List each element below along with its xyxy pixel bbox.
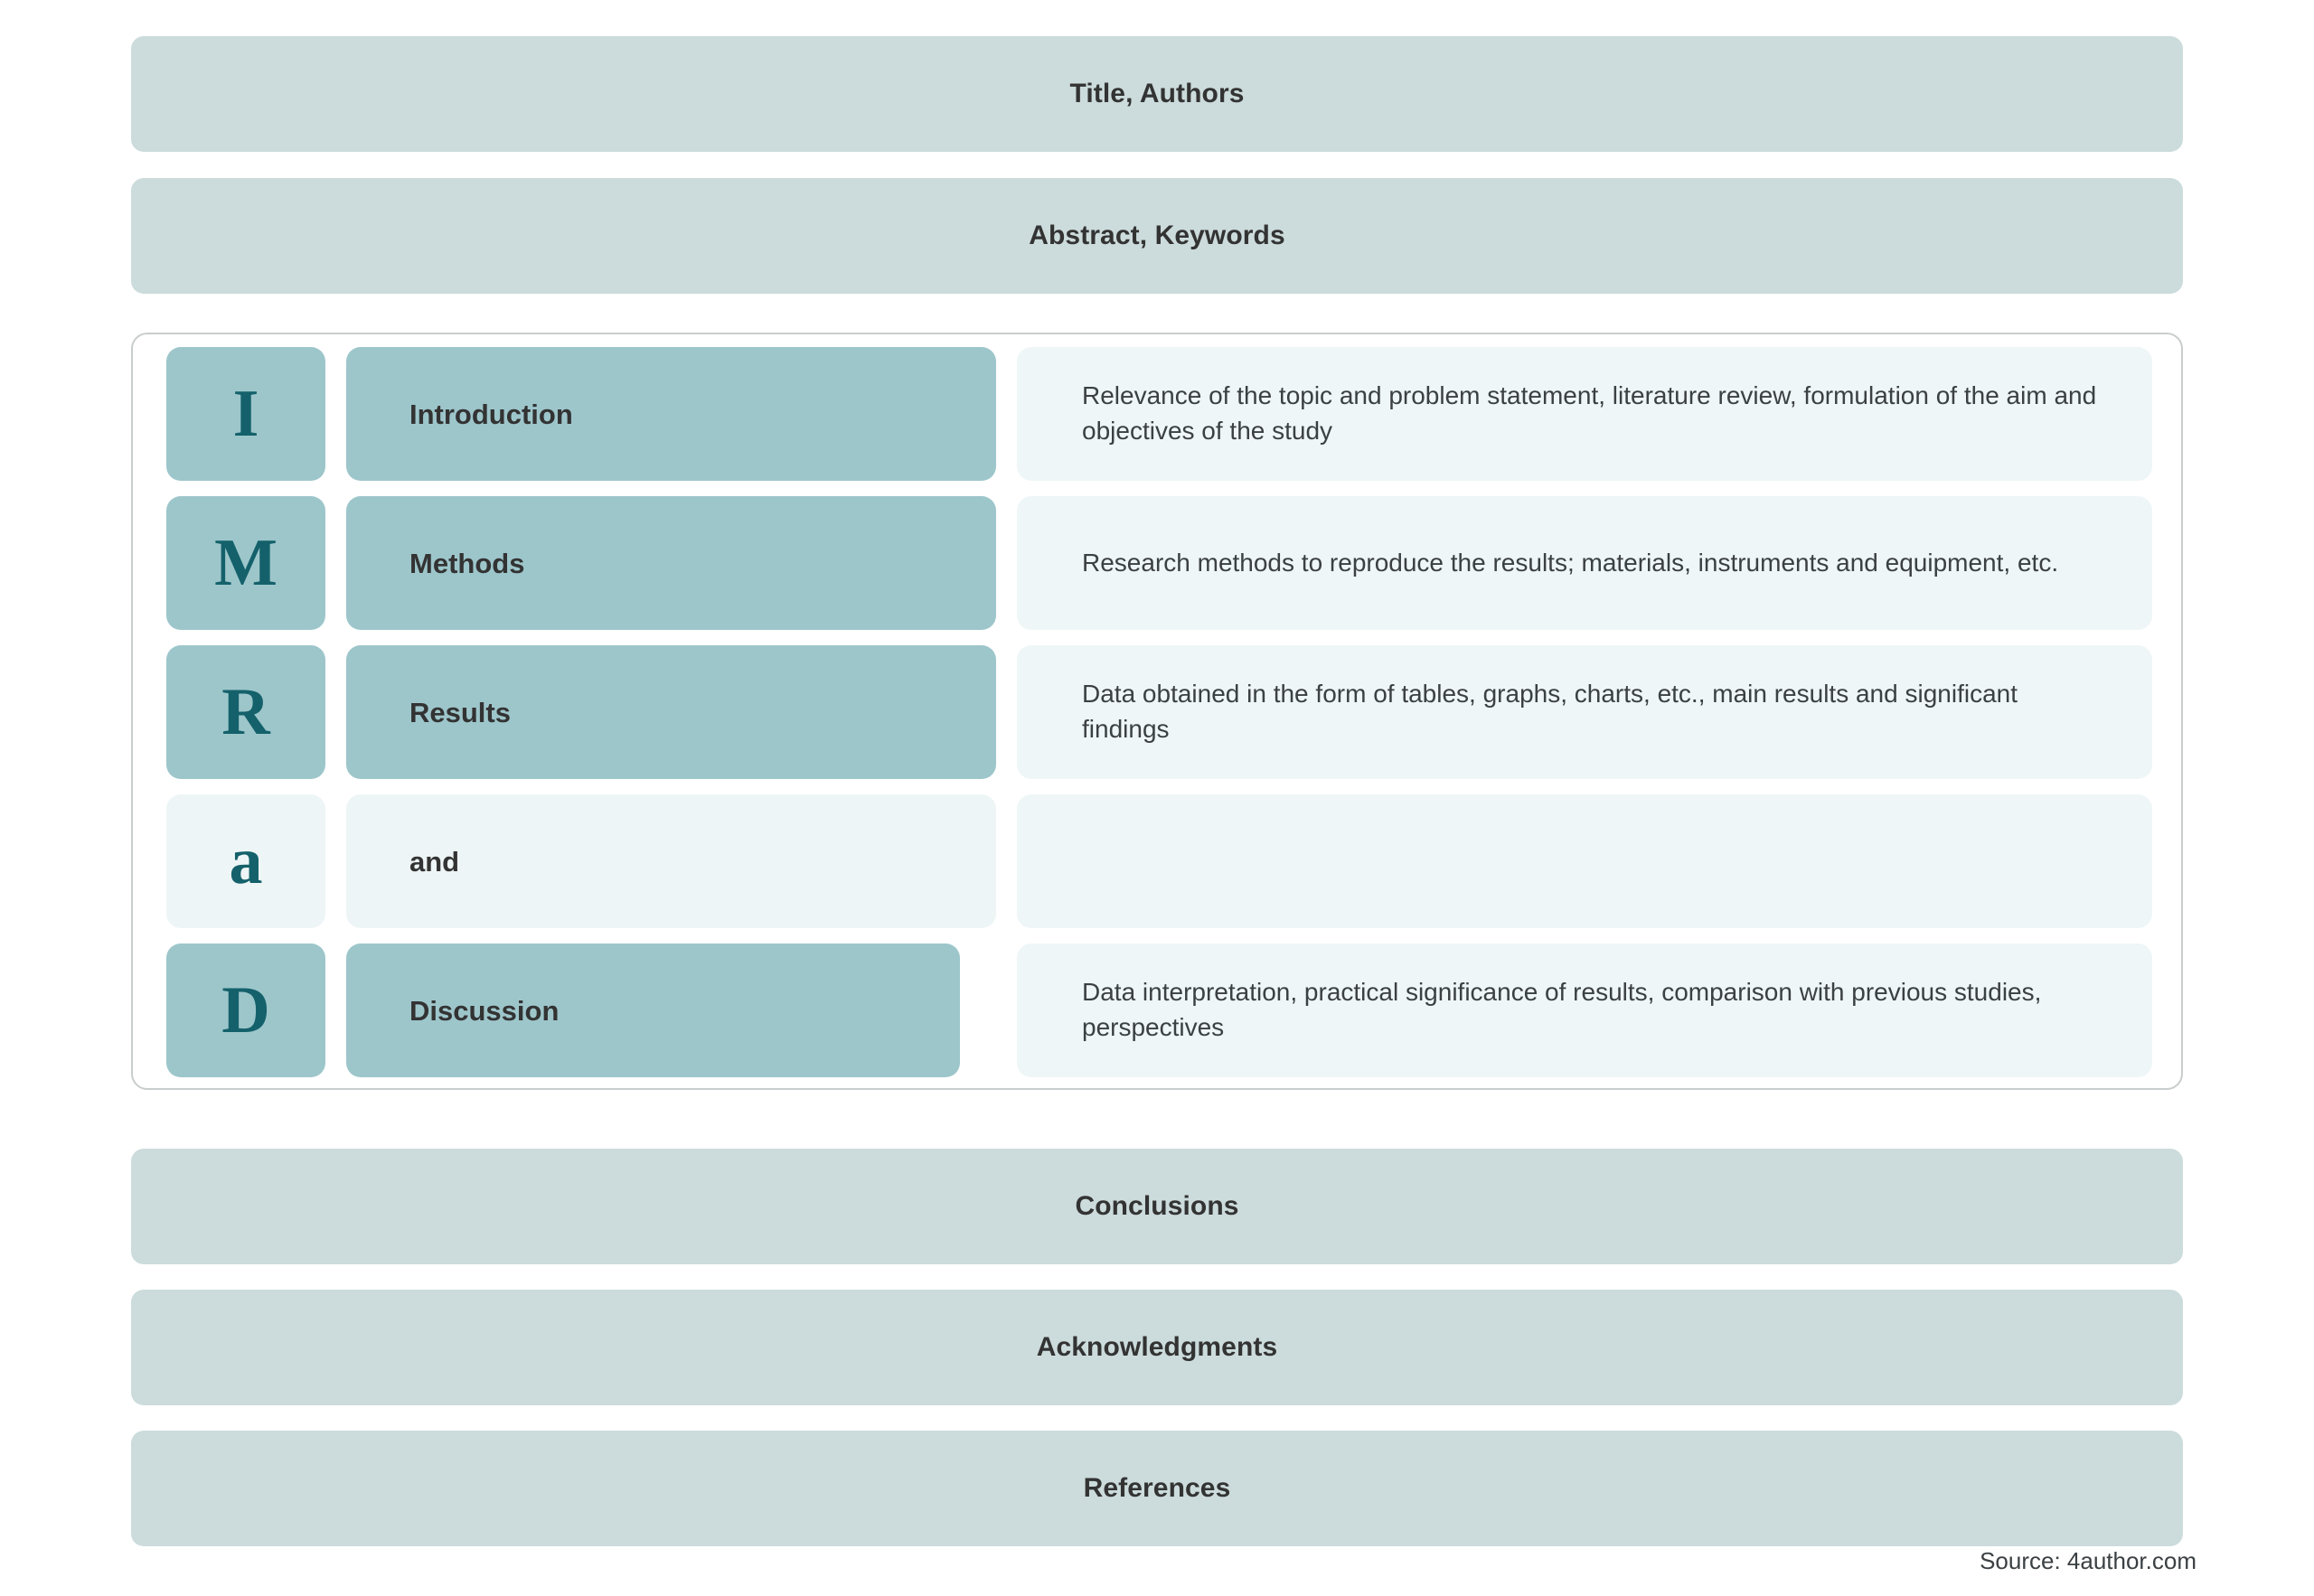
section-description-text-introduction: Relevance of the topic and problem state… bbox=[1082, 381, 2097, 445]
imrad-row-introduction: I Introduction Relevance of the topic an… bbox=[147, 347, 2167, 481]
section-name-label-discussion: Discussion bbox=[409, 994, 560, 1027]
imrad-container: I Introduction Relevance of the topic an… bbox=[131, 333, 2183, 1090]
section-description-text-methods: Research methods to reproduce the result… bbox=[1082, 548, 2059, 577]
letter-glyph-m: M bbox=[214, 526, 277, 600]
section-name-methods: Methods bbox=[346, 496, 996, 630]
letter-glyph-i: I bbox=[232, 377, 259, 451]
section-name-label-results: Results bbox=[409, 696, 511, 728]
section-band-references: References bbox=[131, 1431, 2183, 1546]
section-name-label-introduction: Introduction bbox=[409, 398, 573, 430]
section-name-and: and bbox=[346, 794, 996, 928]
imrad-row-and: a and bbox=[147, 794, 2167, 928]
section-name-label-methods: Methods bbox=[409, 547, 525, 579]
band-label-references: References bbox=[1083, 1473, 1231, 1503]
letter-glyph-r: R bbox=[221, 675, 270, 749]
section-band-acknowledgments: Acknowledgments bbox=[131, 1290, 2183, 1405]
letter-glyph-d: D bbox=[221, 973, 270, 1047]
section-description-text-discussion: Data interpretation, practical significa… bbox=[1082, 978, 2042, 1041]
section-name-results: Results bbox=[346, 645, 996, 779]
section-description-introduction: Relevance of the topic and problem state… bbox=[1017, 347, 2152, 481]
letter-tile-i: I bbox=[166, 347, 325, 481]
letter-glyph-a: a bbox=[229, 824, 263, 898]
source-attribution: Source: 4author.com bbox=[1980, 1547, 2196, 1574]
section-description-results: Data obtained in the form of tables, gra… bbox=[1017, 645, 2152, 779]
band-label-abstract-keywords: Abstract, Keywords bbox=[1029, 221, 1285, 250]
band-label-acknowledgments: Acknowledgments bbox=[1036, 1332, 1278, 1362]
band-label-conclusions: Conclusions bbox=[1075, 1191, 1239, 1221]
section-name-discussion: Discussion bbox=[346, 944, 960, 1077]
section-description-and bbox=[1017, 794, 2152, 928]
imrad-row-results: R Results Data obtained in the form of t… bbox=[147, 645, 2167, 779]
section-band-title-authors: Title, Authors bbox=[131, 36, 2183, 152]
letter-tile-m: M bbox=[166, 496, 325, 630]
imrad-row-discussion: D Discussion Data interpretation, practi… bbox=[147, 944, 2167, 1077]
imrad-row-methods: M Methods Research methods to reproduce … bbox=[147, 496, 2167, 630]
letter-tile-r: R bbox=[166, 645, 325, 779]
section-name-introduction: Introduction bbox=[346, 347, 996, 481]
band-label-title-authors: Title, Authors bbox=[1069, 79, 1245, 108]
section-description-text-results: Data obtained in the form of tables, gra… bbox=[1082, 680, 2018, 743]
section-name-label-and: and bbox=[409, 845, 460, 878]
section-description-discussion: Data interpretation, practical significa… bbox=[1017, 944, 2152, 1077]
letter-tile-d: D bbox=[166, 944, 325, 1077]
letter-tile-a: a bbox=[166, 794, 325, 928]
section-description-methods: Research methods to reproduce the result… bbox=[1017, 496, 2152, 630]
section-band-abstract-keywords: Abstract, Keywords bbox=[131, 178, 2183, 294]
section-band-conclusions: Conclusions bbox=[131, 1149, 2183, 1264]
